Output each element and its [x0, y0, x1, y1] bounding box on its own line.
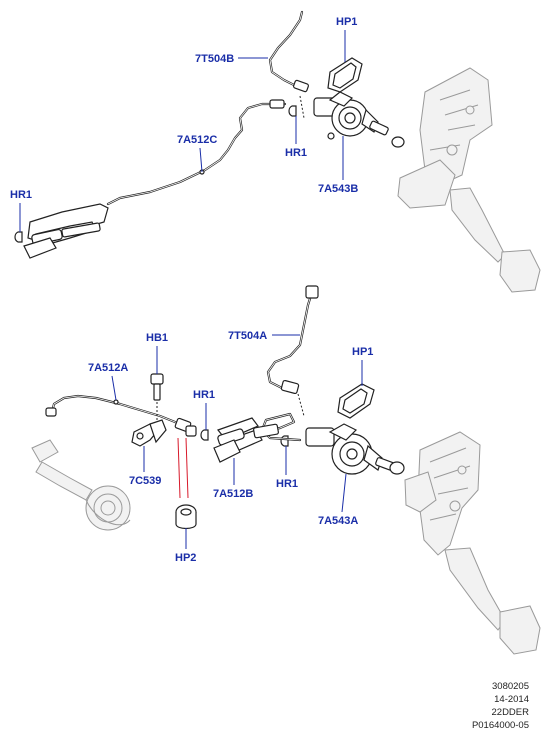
pipe-7a512a: [45, 394, 197, 437]
pedal-box-bottom: [404, 431, 541, 655]
footer-ref-block: 3080205 14-2014 22DDER P0164000-05: [409, 680, 529, 732]
bolt-hb1: [150, 373, 164, 420]
hydraulic-connector-top-left: [23, 203, 109, 259]
clip-hr1-top-left: [14, 231, 23, 243]
footer-line-3: 22DDER: [491, 707, 530, 718]
clip-hr1-top-mid: [288, 95, 305, 119]
master-cylinder-7a543b: [313, 91, 405, 148]
callout-7t504b: 7T504B: [195, 53, 234, 65]
pipe-7a512c: [106, 99, 287, 206]
bracket-7c539: [131, 419, 167, 447]
top-callouts: 7T504B HP1 7A512C HR1 HR1 7A543B: [10, 16, 358, 232]
callout-7a543a: 7A543A: [318, 515, 358, 527]
slave-cylinder-ghost: [31, 439, 131, 531]
callout-7t504a: 7T504A: [228, 330, 267, 342]
gasket-hp1-top: [327, 57, 363, 93]
callout-hp2: HP2: [175, 552, 196, 564]
clip-hr1-bottom-top: [200, 429, 209, 441]
callout-hp1-bottom: HP1: [352, 346, 373, 358]
bottom-callouts: 7T504A HB1 7A512A HP1 HR1 7C539 7A512B H…: [88, 330, 373, 564]
top-assembly: 7T504B HP1 7A512C HR1 HR1 7A543B: [10, 10, 541, 293]
callout-hr1-bottom-low: HR1: [276, 478, 298, 490]
footer-line-4: P0164000-05: [471, 720, 529, 731]
bottom-assembly: 7T504A HB1 7A512A HP1 HR1 7C539 7A512B H…: [31, 285, 541, 655]
callout-hp1-top: HP1: [336, 16, 357, 28]
highlight-line-hp2: [177, 437, 189, 499]
pedal-box-top: [397, 67, 541, 293]
callout-7a543b: 7A543B: [318, 183, 358, 195]
callout-hb1: HB1: [146, 332, 168, 344]
callout-hr1-bottom-top: HR1: [193, 389, 215, 401]
master-cylinder-7a543a: [305, 423, 405, 475]
callout-7a512b: 7A512B: [213, 488, 253, 500]
footer-line-2: 14-2014: [494, 694, 529, 705]
gasket-hp1-bottom: [337, 383, 375, 419]
pipe-7a512b: [213, 412, 302, 463]
reservoir-hose-7t504b: [268, 10, 309, 93]
callout-hr1-top-mid: HR1: [285, 147, 307, 159]
clip-hr1-bottom-low: [280, 435, 289, 447]
reservoir-hose-7t504a: [266, 285, 319, 417]
callout-7c539: 7C539: [129, 475, 161, 487]
callout-7a512c: 7A512C: [177, 134, 217, 146]
callout-hr1-top-left: HR1: [10, 189, 32, 201]
grommet-hp2: [175, 504, 197, 530]
callout-7a512a: 7A512A: [88, 362, 128, 374]
footer-line-1: 3080205: [492, 681, 529, 692]
